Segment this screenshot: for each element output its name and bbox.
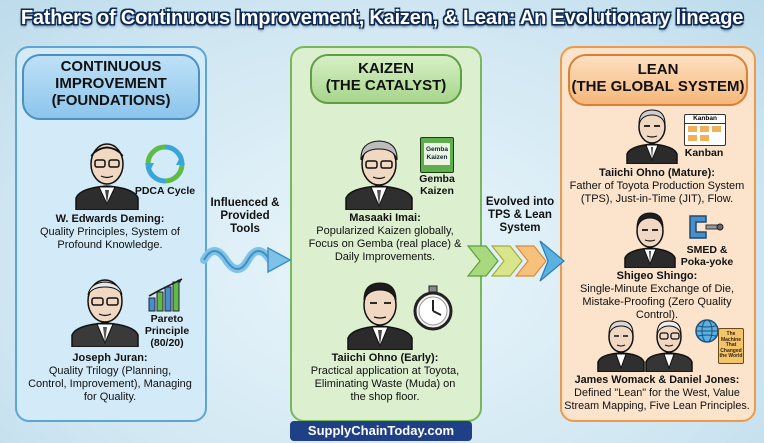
deming-desc-line: Profound Knowledge. — [57, 239, 163, 251]
pareto-label-line: Principle — [144, 325, 190, 337]
transition-label-evolved: Evolved into TPS & Lean System — [480, 196, 560, 235]
page-title: Fathers of Continuous Improvement, Kaize… — [20, 6, 744, 29]
wavy-arrow-icon — [200, 246, 292, 274]
kaizen-heading-capsule — [310, 54, 462, 104]
imai-name: Masaaki Imai: — [349, 212, 421, 224]
pareto-label-line: Pareto — [150, 313, 184, 325]
book-title-line: Gemba — [425, 146, 449, 153]
ohno-mature-block: Taiichi Ohno (Mature): Father of Toyota … — [562, 167, 752, 206]
ohno-early-desc-line: Practical application at Toyota, — [310, 365, 460, 377]
lean-heading-line: (THE GLOBAL SYSTEM) — [571, 78, 745, 95]
juran-desc-line: for Quality. — [83, 391, 137, 403]
shingo-name: Shigeo Shingo: — [616, 270, 698, 282]
book-title-line: Machine — [720, 336, 741, 343]
chevron-arrows-icon — [466, 240, 565, 282]
shingo-desc-line: Single-Minute Exchange of Die, — [579, 283, 735, 295]
ohno-early-portrait — [347, 282, 413, 350]
transition-line: Influenced & — [210, 197, 280, 209]
ohno-early-name: Taiichi Ohno (Early): — [331, 352, 439, 364]
ohno-early-desc-line: Eliminating Waste (Muda) on — [314, 378, 456, 390]
imai-block: Masaaki Imai: Popularized Kaizen globall… — [294, 212, 476, 264]
shingo-portrait — [624, 212, 676, 268]
ohno-mature-name: Taiichi Ohno (Mature): — [599, 167, 715, 179]
lean-heading: LEAN (THE GLOBAL SYSTEM) — [568, 61, 748, 95]
deming-block: W. Edwards Deming: Quality Principles, S… — [20, 213, 200, 252]
kaizen-heading: KAIZEN (THE CATALYST) — [310, 60, 462, 94]
globe-icon — [695, 319, 719, 343]
gemba-kaizen-book-icon: Gemba Kaizen — [420, 137, 454, 173]
ohno-mature-portrait — [626, 109, 678, 164]
pdca-label: PDCA Cycle — [134, 185, 196, 197]
clamp-tool-icon — [689, 215, 724, 239]
ci-heading-line: (FOUNDATIONS) — [51, 92, 171, 109]
lean-heading-capsule — [568, 54, 748, 106]
pareto-label: Pareto Principle (80/20) — [140, 313, 194, 349]
transition-line: Provided — [220, 210, 270, 222]
juran-block: Joseph Juran: Quality Trilogy (Planning,… — [18, 352, 202, 404]
transition-line: TPS & Lean — [488, 209, 552, 221]
ci-heading-line: IMPROVEMENT — [55, 75, 167, 92]
book-title-line: the World — [719, 353, 743, 360]
juran-name: Joseph Juran: — [72, 352, 148, 364]
ohno-early-block: Taiichi Ohno (Early): Practical applicat… — [294, 352, 476, 404]
gemba-label-line: Gemba — [419, 173, 455, 185]
transition-line: Tools — [230, 223, 260, 235]
machine-book-icon: The Machine That Changed the World — [718, 328, 744, 364]
kanban-board-title: Kanban — [685, 115, 725, 124]
juran-portrait — [71, 279, 139, 347]
transition-line: System — [499, 222, 541, 234]
smed-label-line: Poka-yoke — [680, 256, 734, 268]
imai-desc-line: Popularized Kaizen globally, — [316, 225, 454, 237]
kaizen-heading-line: (THE CATALYST) — [325, 77, 447, 94]
kaizen-heading-line: KAIZEN — [358, 60, 414, 77]
stopwatch-icon — [413, 285, 453, 331]
smed-label: SMED & Poka-yoke — [680, 244, 734, 268]
shingo-block: Shigeo Shingo: Single-Minute Exchange of… — [562, 270, 752, 322]
lean-heading-line: LEAN — [637, 61, 679, 78]
footer-watermark: SupplyChainToday.com — [290, 421, 472, 441]
womack-desc-line: Defined "Lean" for the West, Value — [574, 387, 740, 399]
ci-heading-capsule — [22, 54, 200, 120]
womack-jones-name: James Womack & Daniel Jones: — [574, 374, 740, 386]
pareto-chart-icon — [148, 278, 183, 312]
kanban-label: Kanban — [684, 147, 724, 159]
book-title-line: Changed — [720, 347, 742, 354]
womack-desc-line: Stream Mapping, Five Lean Principles. — [564, 400, 750, 412]
deming-desc-line: Quality Principles, System of — [40, 226, 180, 238]
transition-label-influenced: Influenced & Provided Tools — [206, 197, 284, 236]
book-title-line: The — [726, 331, 736, 337]
pdca-cycle-icon — [145, 144, 185, 184]
gemba-kaizen-label: Gemba Kaizen — [414, 173, 460, 197]
deming-name: W. Edwards Deming: — [55, 213, 165, 225]
ci-heading-line: CONTINUOUS — [60, 58, 162, 75]
ohno-mature-desc-line: (TPS), Just-in-Time (JIT), Flow. — [580, 193, 734, 205]
juran-desc-line: Quality Trilogy (Planning, — [48, 365, 172, 377]
womack-jones-block: James Womack & Daniel Jones: Defined "Le… — [560, 374, 754, 413]
smed-label-line: SMED & — [686, 244, 728, 256]
deming-portrait — [75, 143, 139, 210]
book-title-line: That — [725, 342, 737, 349]
transition-line: Evolved into — [485, 196, 555, 208]
pareto-label-line: (80/20) — [150, 337, 184, 349]
book-title-line: Kaizen — [426, 154, 448, 161]
juran-desc-line: Control, Improvement), Managing — [28, 378, 192, 390]
ohno-mature-desc-line: Father of Toyota Production System — [569, 180, 745, 192]
ohno-early-desc-line: the shop floor. — [350, 391, 420, 403]
imai-portrait — [345, 140, 413, 210]
gemba-label-line: Kaizen — [420, 185, 454, 197]
shingo-desc-line: Mistake-Proofing (Zero Quality Control). — [582, 296, 732, 321]
imai-desc-line: Focus on Gemba (real place) & — [308, 238, 462, 250]
ci-heading: CONTINUOUS IMPROVEMENT (FOUNDATIONS) — [22, 58, 200, 109]
kanban-board-icon: Kanban — [684, 114, 726, 146]
womack-jones-portrait — [597, 320, 693, 372]
imai-desc-line: Daily Improvements. — [334, 251, 436, 263]
